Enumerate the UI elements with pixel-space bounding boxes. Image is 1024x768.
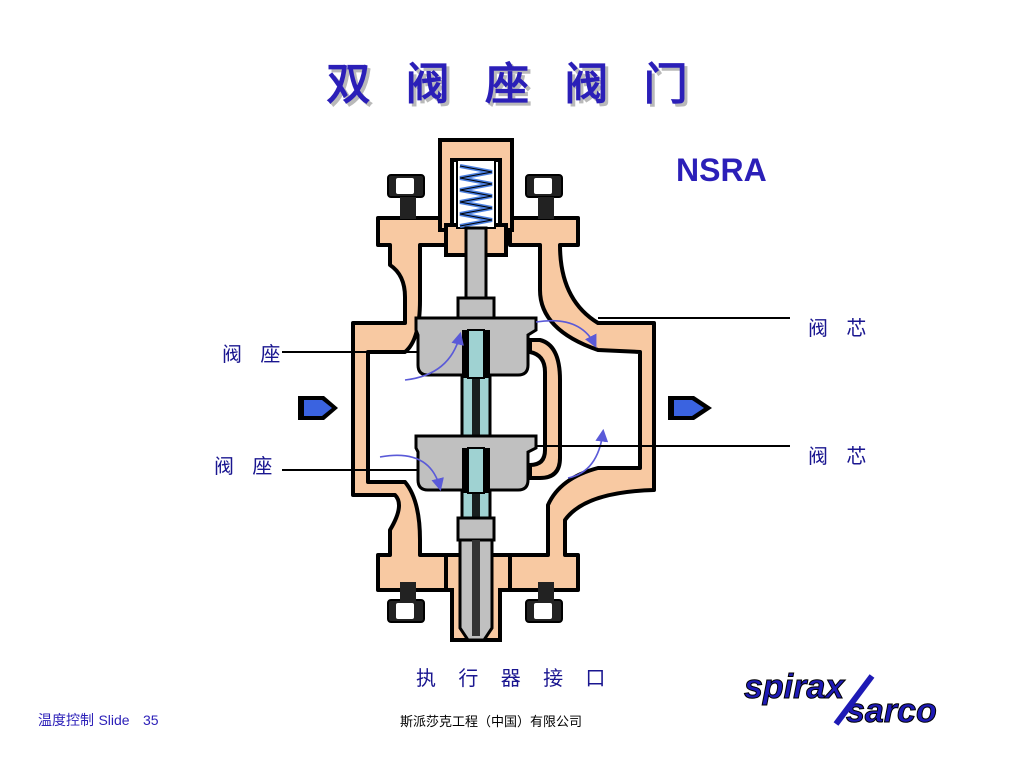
leader-lines	[282, 317, 790, 471]
spring	[456, 159, 496, 229]
body-right-wall	[508, 216, 656, 592]
model-label: NSRA	[676, 152, 767, 188]
footer-company-name: 斯派莎克工程（中国）有限公司	[400, 715, 583, 730]
footer-slide-number: 35	[142, 712, 159, 728]
outlet-arrow-icon	[668, 396, 712, 420]
spirax-sarco-logo: spirax sarco	[744, 668, 938, 731]
logo-text-top: spirax	[744, 668, 846, 706]
footer-slide-label: Slide	[98, 712, 130, 728]
slide-title: 双 阀 座 阀 门	[326, 59, 698, 110]
flow-lines	[379, 319, 609, 492]
bolts	[387, 174, 563, 623]
label-seat-lower: 阀 座	[214, 454, 279, 478]
label-plug-upper: 阀 芯	[808, 316, 873, 340]
stem-assembly	[456, 226, 496, 642]
label-plug-lower: 阀 芯	[808, 444, 873, 468]
footer-company: 斯派莎克工程（中国）有限公司	[400, 711, 582, 730]
seat-casting	[528, 338, 562, 480]
lower-guide	[456, 516, 496, 542]
footer-topic: 温度控制	[38, 713, 94, 729]
body-left-wall	[351, 216, 448, 592]
inlet-arrow-icon	[298, 396, 338, 420]
logo-slash-icon	[833, 674, 875, 726]
logo-text-bottom: sarco	[846, 692, 937, 730]
label-seat-upper: 阀 座	[222, 342, 287, 366]
footer-slide-info: 温度控制 Slide 35	[38, 710, 159, 730]
label-actuator-connection: 执 行 器 接 口	[416, 666, 614, 690]
upper-guide	[464, 226, 488, 300]
valve-body	[351, 138, 656, 642]
